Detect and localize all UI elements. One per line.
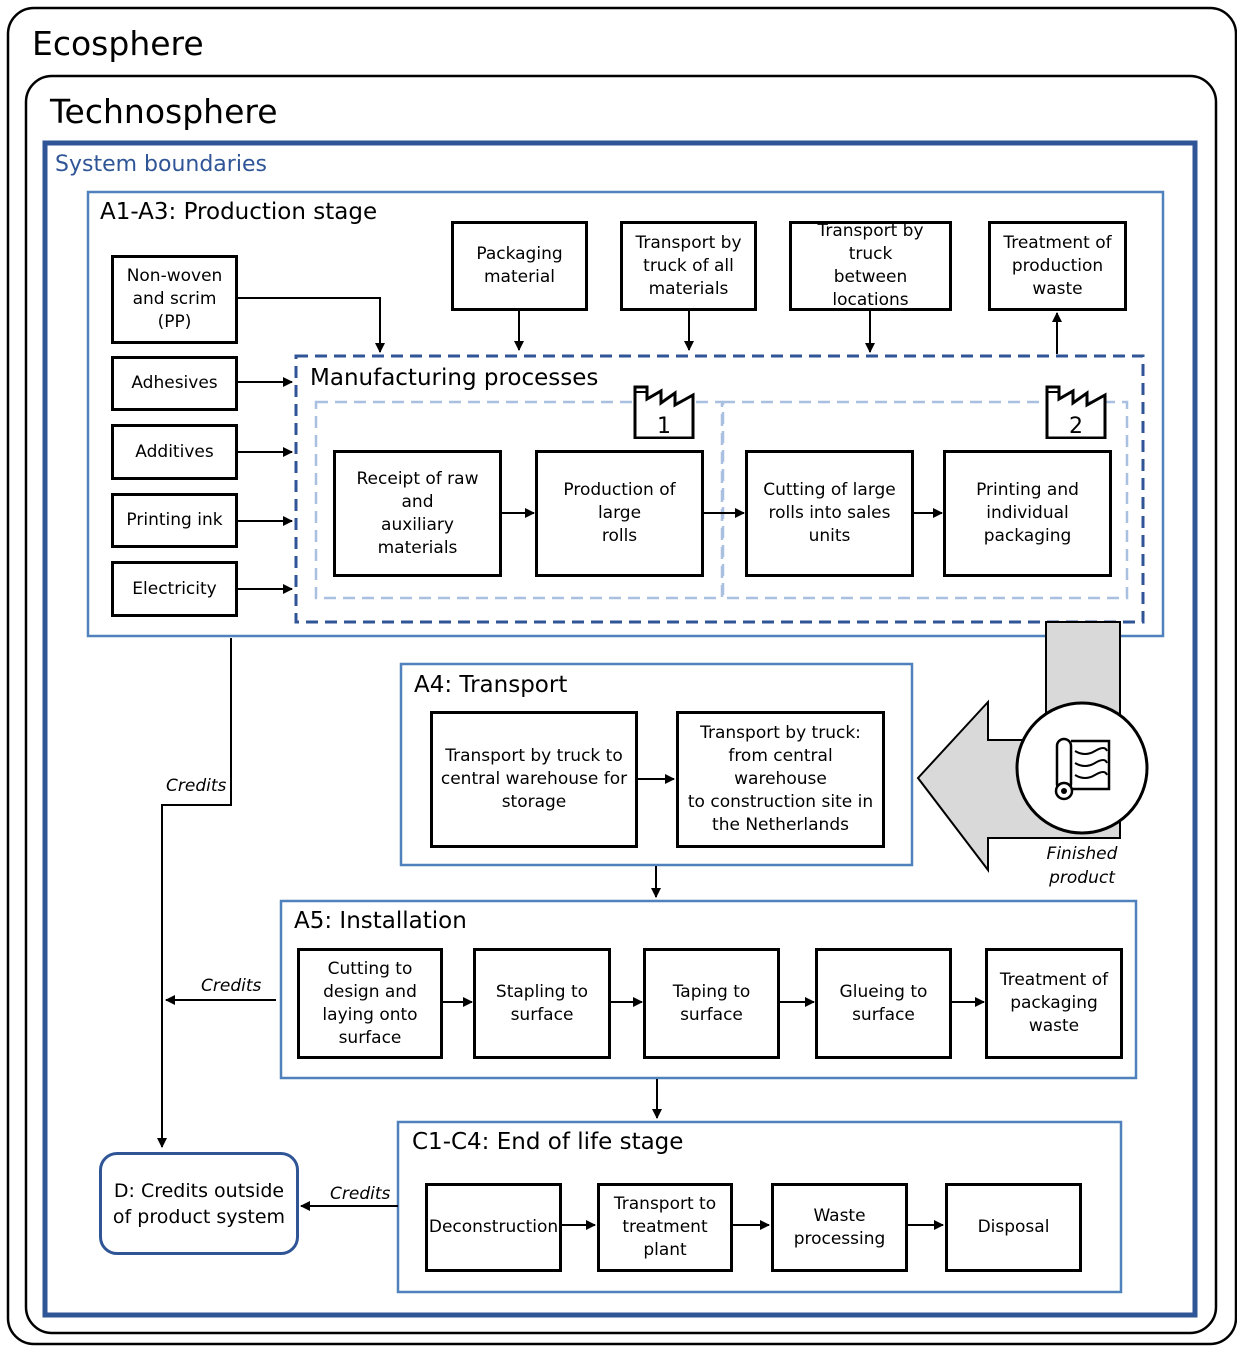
system-boundaries-title: System boundaries xyxy=(55,152,267,177)
step-transport-site: Transport by truck: from central warehou… xyxy=(676,711,885,848)
input-transport-materials: Transport by truck of all materials xyxy=(620,221,757,311)
step-deconstruction: Deconstruction xyxy=(425,1183,562,1272)
step-cutting-laying: Cutting to design and laying onto surfac… xyxy=(297,948,443,1059)
credits-label: Credits xyxy=(201,976,262,996)
output-production-waste: Treatment of production waste xyxy=(988,221,1127,311)
step-glueing: Glueing to surface xyxy=(815,948,952,1059)
ecosphere-title: Ecosphere xyxy=(32,24,204,63)
step-packaging-waste: Treatment of packaging waste xyxy=(985,948,1123,1059)
step-taping: Taping to surface xyxy=(643,948,780,1059)
production-stage-title: A1-A3: Production stage xyxy=(100,199,378,225)
transport-stage-title: A4: Transport xyxy=(414,672,568,698)
step-cutting-rolls: Cutting of large rolls into sales units xyxy=(745,450,914,577)
step-receipt-materials: Receipt of raw and auxiliary materials xyxy=(333,450,502,577)
system-boundaries-frame xyxy=(42,140,1198,1318)
input-adhesives: Adhesives xyxy=(111,356,238,411)
input-non-woven-scrim: Non-woven and scrim (PP) xyxy=(111,255,238,344)
step-waste-processing: Waste processing xyxy=(771,1183,908,1272)
finished-product-label: Finished product xyxy=(1046,844,1118,888)
site2-number: 2 xyxy=(1069,414,1083,439)
input-additives: Additives xyxy=(111,424,238,480)
input-printing-ink: Printing ink xyxy=(111,493,238,548)
finished-product-circle xyxy=(1015,701,1149,835)
installation-stage-frame xyxy=(279,899,1138,1080)
input-packaging-material: Packaging material xyxy=(451,221,588,311)
step-transport-warehouse: Transport by truck to central warehouse … xyxy=(430,711,638,848)
factory-icon: 2 xyxy=(1045,381,1107,440)
ecosphere-frame xyxy=(6,6,1237,1346)
step-transport-treatment: Transport to treatment plant xyxy=(597,1183,733,1272)
site2-frame xyxy=(721,400,1129,600)
transport-stage-frame xyxy=(399,662,914,867)
step-disposal: Disposal xyxy=(945,1183,1082,1272)
technosphere-frame xyxy=(24,74,1218,1335)
factory-icon: 1 xyxy=(633,381,695,440)
input-transport-locations: Transport by truck between locations xyxy=(789,221,952,311)
step-production-rolls: Production of large rolls xyxy=(535,450,704,577)
input-electricity: Electricity xyxy=(111,561,238,617)
step-stapling: Stapling to surface xyxy=(473,948,611,1059)
credits-label: Credits xyxy=(166,776,227,796)
end-of-life-stage-title: C1-C4: End of life stage xyxy=(412,1129,684,1155)
manufacturing-frame xyxy=(294,354,1145,624)
installation-stage-title: A5: Installation xyxy=(294,908,467,934)
fabric-roll-icon xyxy=(1047,733,1117,803)
step-printing-packaging: Printing and individual packaging xyxy=(943,450,1112,577)
manufacturing-title: Manufacturing processes xyxy=(310,365,599,391)
credits-label: Credits xyxy=(330,1184,391,1204)
credits-outside-box: D: Credits outside of product system xyxy=(99,1152,299,1255)
technosphere-title: Technosphere xyxy=(50,92,278,131)
site1-number: 1 xyxy=(657,414,671,439)
production-stage-frame xyxy=(86,190,1165,638)
